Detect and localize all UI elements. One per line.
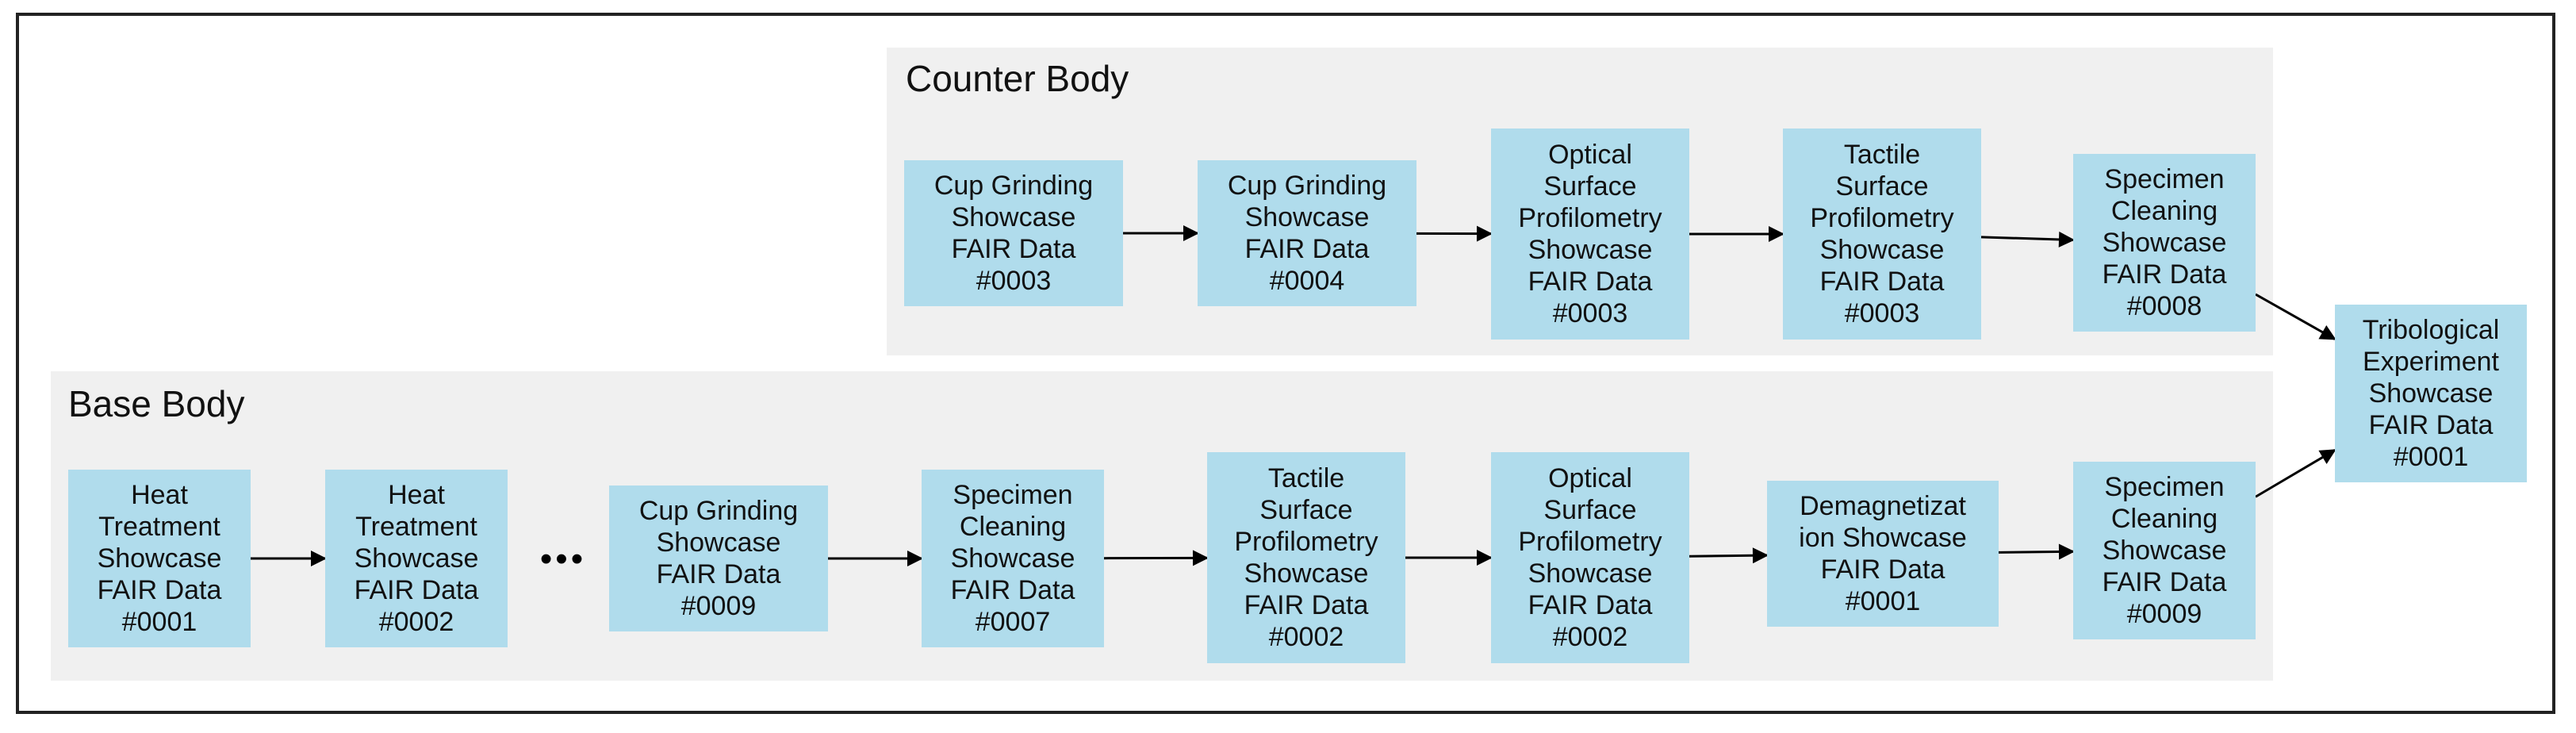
- node-bb-optical-0002: Optical Surface Profilometry Showcase FA…: [1491, 452, 1689, 663]
- node-cb-cup-grinding-0004: Cup Grinding Showcase FAIR Data #0004: [1198, 160, 1416, 306]
- edge-bb_demag_0001-to-bb_cleaning_0009: [1998, 543, 2075, 560]
- edge-bb_cleaning_0009-to-tribological_0001: [2255, 449, 2336, 498]
- node-tribological-0001: Tribological Experiment Showcase FAIR Da…: [2335, 305, 2527, 482]
- node-cb-cup-grinding-0003: Cup Grinding Showcase FAIR Data #0003: [904, 160, 1123, 306]
- cluster-title-base-body: Base Body: [68, 383, 245, 424]
- node-bb-cleaning-0009: Specimen Cleaning Showcase FAIR Data #00…: [2073, 462, 2256, 639]
- node-bb-tactile-0002: Tactile Surface Profilometry Showcase FA…: [1207, 452, 1405, 663]
- edge-cb_tactile_0003-to-cb_cleaning_0008: [1980, 231, 2075, 248]
- edge-bb_optical_0002-to-bb_demag_0001: [1689, 547, 1769, 564]
- node-bb-heat-0001: Heat Treatment Showcase FAIR Data #0001: [68, 470, 251, 647]
- node-cb-optical-0003: Optical Surface Profilometry Showcase FA…: [1491, 129, 1689, 340]
- cluster-title-counter-body: Counter Body: [906, 58, 1129, 99]
- node-cb-cleaning-0008: Specimen Cleaning Showcase FAIR Data #00…: [2073, 154, 2256, 332]
- ellipsis: •••: [539, 539, 587, 578]
- node-bb-cup-grinding-0009: Cup Grinding Showcase FAIR Data #0009: [609, 485, 828, 631]
- edge-cb_cleaning_0008-to-tribological_0001: [2255, 293, 2336, 340]
- node-bb-demag-0001: Demagnetizat ion Showcase FAIR Data #000…: [1767, 481, 1999, 627]
- node-cb-tactile-0003: Tactile Surface Profilometry Showcase FA…: [1783, 129, 1981, 340]
- node-bb-heat-0002: Heat Treatment Showcase FAIR Data #0002: [325, 470, 508, 647]
- node-bb-cleaning-0007: Specimen Cleaning Showcase FAIR Data #00…: [922, 470, 1104, 647]
